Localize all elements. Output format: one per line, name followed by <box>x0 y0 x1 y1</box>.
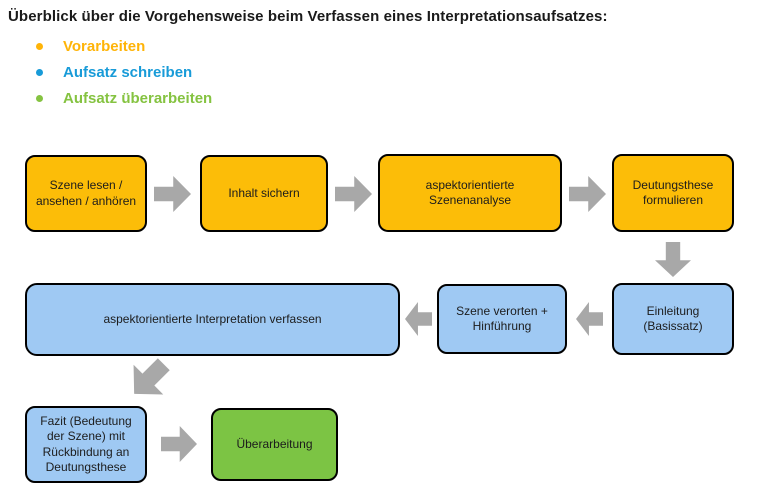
flow-step-fazit: Fazit (Bedeutung der Szene) mit Rückbind… <box>25 406 147 483</box>
legend-item-label: Aufsatz überarbeiten <box>63 89 213 107</box>
flow-step-szene-lesen: Szene lesen / ansehen / anhören <box>25 155 147 232</box>
flow-step-inhalt-sichern: Inhalt sichern <box>200 155 328 232</box>
arrow-left-icon <box>405 302 432 336</box>
flow-step-szene-verorten: Szene verorten + Hinführung <box>437 284 567 354</box>
legend-item-aufsatz-ueberarbeiten: Aufsatz überarbeiten <box>36 85 212 111</box>
arrow-diagonal-down-left-icon <box>119 349 178 408</box>
legend-item-aufsatz-schreiben: Aufsatz schreiben <box>36 59 212 85</box>
flow-step-szenenanalyse: aspektorientierte Szenenanalyse <box>378 154 562 232</box>
flow-step-interpretation-verfassen: aspektorientierte Interpretation verfass… <box>25 283 400 356</box>
arrow-down-icon <box>655 242 691 277</box>
legend-item-vorarbeiten: Vorarbeiten <box>36 33 212 59</box>
page-title: Überblick über die Vorgehensweise beim V… <box>8 8 608 25</box>
arrow-right-icon <box>154 176 191 212</box>
bullet-icon <box>36 68 43 76</box>
flow-step-ueberarbeitung: Überarbeitung <box>211 408 338 481</box>
arrow-right-icon <box>161 426 197 462</box>
flow-step-einleitung: Einleitung (Basissatz) <box>612 283 734 355</box>
arrow-left-icon <box>576 302 603 336</box>
flow-step-deutungsthese: Deutungsthese formulieren <box>612 154 734 232</box>
arrow-right-icon <box>569 176 606 212</box>
arrow-right-icon <box>335 176 372 212</box>
legend: Vorarbeiten Aufsatz schreiben Aufsatz üb… <box>36 33 212 111</box>
legend-item-label: Aufsatz schreiben <box>63 63 193 81</box>
bullet-icon <box>36 94 43 102</box>
bullet-icon <box>36 42 43 50</box>
legend-item-label: Vorarbeiten <box>63 37 146 55</box>
